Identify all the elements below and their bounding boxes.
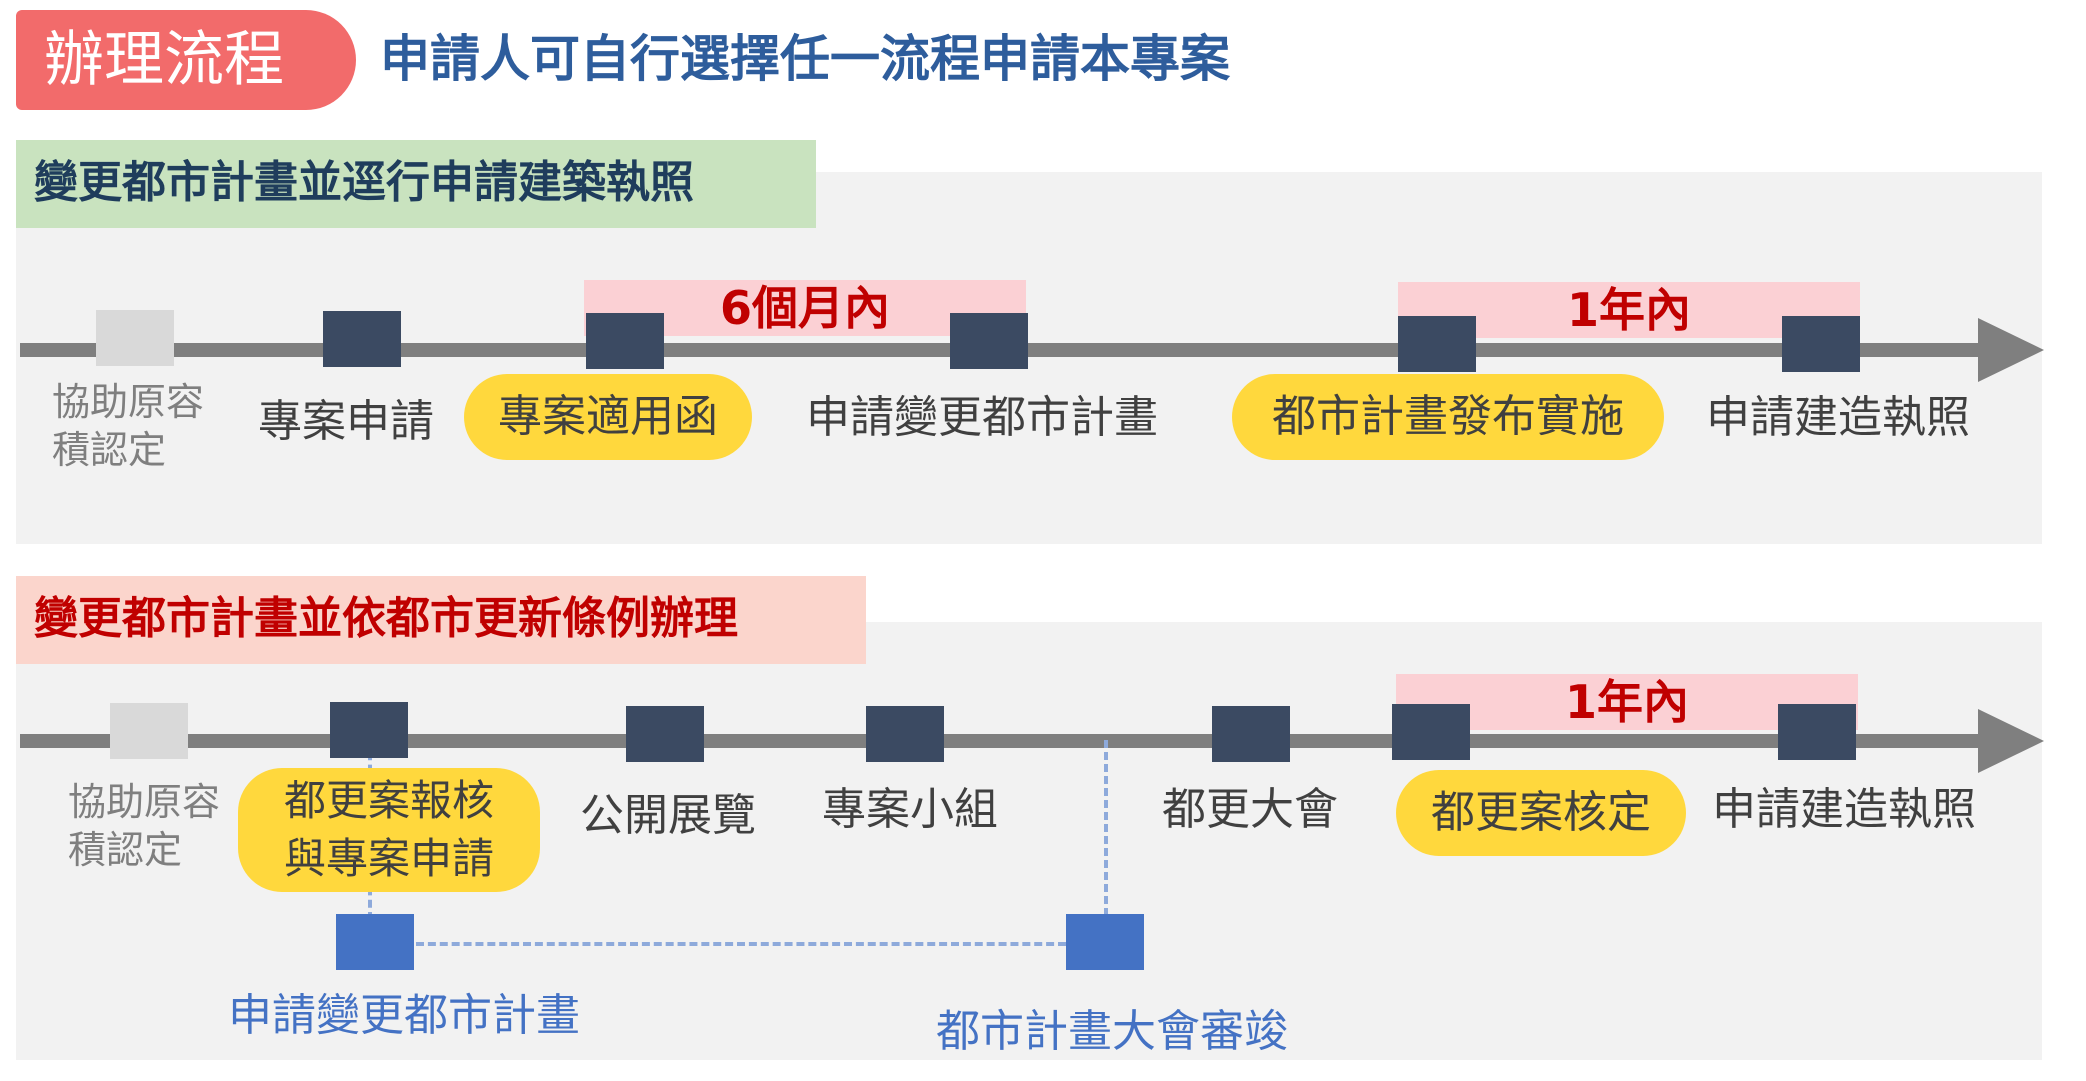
section2-arrow-head xyxy=(1978,709,2044,773)
section1-step-plan-issued: 都市計畫發布實施 xyxy=(1232,374,1664,460)
section1-assist-line2: 積認定 xyxy=(52,428,167,472)
section2-step-report-line1: 都更案報核 xyxy=(283,776,494,825)
page-title: 申請人可自行選擇任一流程申請本專案 xyxy=(380,30,1230,88)
section1-label: 變更都市計畫並逕行申請建築執照 xyxy=(16,140,816,228)
section2-node-building-permit xyxy=(1778,704,1856,760)
section1-node-plan-issued xyxy=(1398,316,1476,372)
section2-branch-plan-change: 申請變更都市計畫 xyxy=(228,990,580,1041)
section2-label: 變更都市計畫並依都市更新條例辦理 xyxy=(16,576,866,664)
section2-step-approved: 都更案核定 xyxy=(1396,770,1686,856)
section2-node-approved xyxy=(1392,704,1470,760)
process-badge: 辦理流程 xyxy=(16,10,356,110)
section1-node-plan-change xyxy=(950,313,1028,369)
section1-node-building-permit xyxy=(1782,316,1860,372)
section2-branch-line xyxy=(416,942,1066,946)
section2-node-task-force xyxy=(866,706,944,762)
section2-assist-line2: 積認定 xyxy=(68,828,183,872)
section2-step-renewal-committee: 都更大會 xyxy=(1162,784,1338,835)
section1-node-approval-letter xyxy=(586,313,664,369)
section2-node-exhibition xyxy=(626,706,704,762)
section2-step-report-line2: 與專案申請 xyxy=(283,834,494,883)
section2-branch-plan-committee: 都市計畫大會審竣 xyxy=(936,1006,1288,1057)
section1-arrow-head xyxy=(1978,318,2044,382)
section1-node-assist xyxy=(96,310,174,366)
section1-node-apply xyxy=(323,311,401,367)
section1-step-plan-change: 申請變更都市計畫 xyxy=(806,392,1158,443)
section2-node-plan-committee xyxy=(1066,914,1144,970)
section2-step-task-force: 專案小組 xyxy=(822,784,998,835)
section2-node-assist xyxy=(110,703,188,759)
section1-step-building-permit: 申請建造執照 xyxy=(1706,392,1970,443)
section1-step-apply: 專案申請 xyxy=(258,396,434,447)
section2-period-1-year: 1年內 xyxy=(1396,674,1858,730)
section1-assist-line1: 協助原容 xyxy=(52,380,205,424)
section1-step-approval-letter: 專案適用函 xyxy=(464,374,752,460)
section2-node-plan-change xyxy=(336,914,414,970)
section2-timeline-axis xyxy=(20,734,1980,748)
section2-step-exhibition: 公開展覽 xyxy=(580,790,756,841)
section2-assist-line1: 協助原容 xyxy=(68,780,221,824)
section2-branch-connector-right xyxy=(1104,740,1108,916)
section2-node-report xyxy=(330,702,408,758)
section2-step-building-permit: 申請建造執照 xyxy=(1712,784,1976,835)
section2-node-renewal-committee xyxy=(1212,706,1290,762)
section2-step-report-apply: 都更案報核 與專案申請 xyxy=(238,768,540,892)
